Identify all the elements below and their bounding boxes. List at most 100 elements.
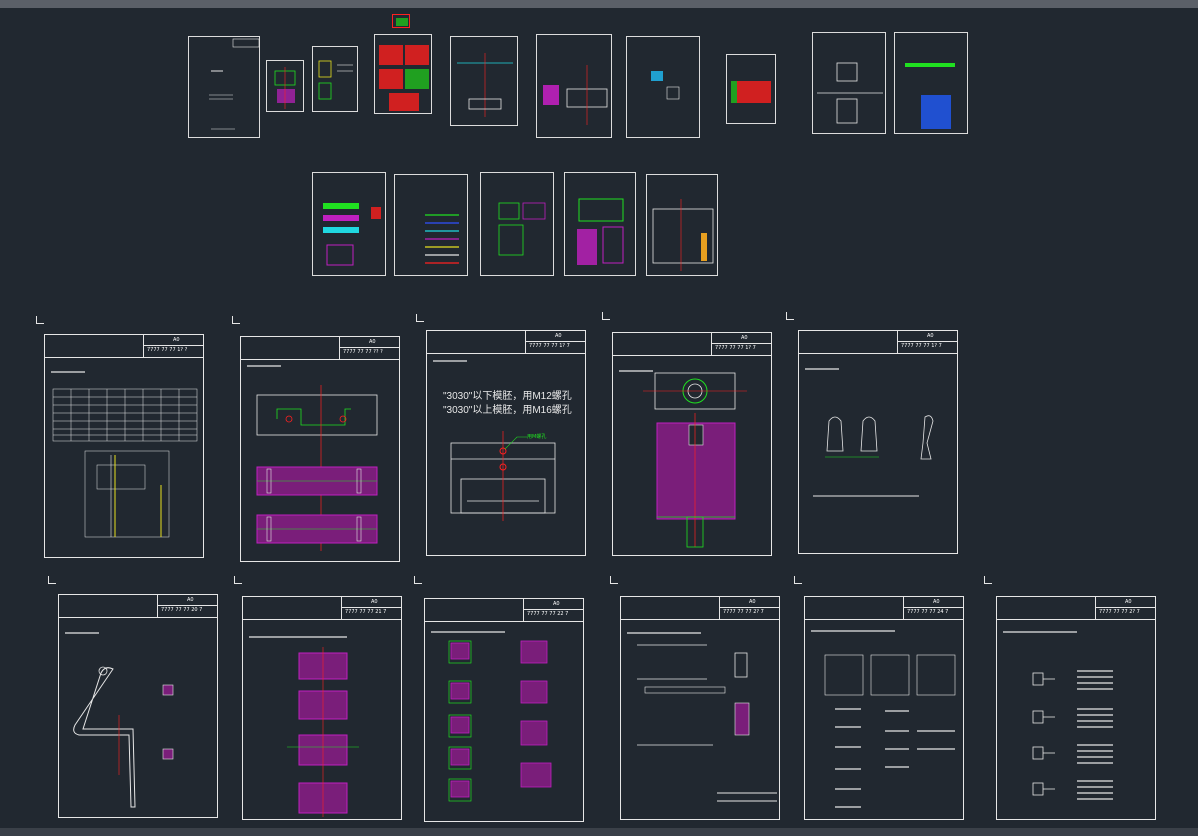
drawing-code: 7777 77 77 24 7	[907, 609, 949, 615]
sheet-thumbnail-cover[interactable]	[188, 36, 260, 138]
sheet-12-drawing	[425, 214, 459, 264]
title-block: A0 7777 77 77 2? 7	[997, 597, 1155, 620]
sheet-thumbnail-6[interactable]	[536, 34, 612, 138]
sheet-thumbnail-10[interactable]	[894, 32, 968, 134]
title-block: A0 7777 77 77 20 7	[59, 595, 217, 618]
sheet-25-drawing	[811, 630, 956, 808]
sheet-24-drawing	[627, 632, 777, 802]
sheet-7-drawing	[651, 71, 680, 100]
revision-label: A0	[187, 597, 194, 603]
revision-label: A0	[933, 599, 940, 605]
title-block: A0 7777 77 77 21 7	[243, 597, 401, 620]
drawing-code: 7777 77 77 2? 7	[723, 609, 764, 615]
sheet-corner-mark	[602, 312, 610, 320]
sheet-18[interactable]: A0 7777 77 77 1? 7 "3030"以下模胚，用M12螺孔 "30…	[426, 330, 586, 556]
revision-label: A0	[1125, 599, 1132, 605]
sheet-22-drawing	[249, 636, 359, 817]
sheet-6-drawing	[543, 65, 608, 125]
sheet-thumbnail-4-icon[interactable]	[392, 14, 410, 28]
title-block: A0 7777 77 77 1? ?	[45, 335, 203, 358]
sheet-8-drawing	[731, 81, 771, 103]
sheet-18-drawing	[433, 360, 556, 521]
title-block: A0 7777 77 77 1? 7	[613, 333, 771, 356]
sheet-corner-mark	[416, 314, 424, 322]
revision-label: A0	[927, 333, 934, 339]
sheet-14-drawing	[577, 198, 624, 265]
sheet-corner-mark	[232, 316, 240, 324]
hole-note-line-2: "3030"以上模胚，用M16螺孔	[443, 405, 572, 416]
title-block: A0 7777 77 77 1? 7	[427, 331, 585, 354]
drawing-code: 7777 77 77 1? 7	[529, 343, 570, 349]
revision-label: A0	[553, 601, 560, 607]
sheet-10-drawing	[905, 63, 955, 129]
sheet-16-drawing	[51, 371, 198, 538]
sheet-16[interactable]: A0 7777 77 77 1? ?	[44, 334, 204, 558]
sheet-thumbnail-3[interactable]	[312, 46, 358, 112]
sheet-20-drawing	[805, 368, 934, 497]
revision-label: A0	[173, 337, 180, 343]
sheet-thumbnail-4[interactable]	[374, 34, 432, 114]
hole-note-line-1: "3030"以下模胚，用M12螺孔	[443, 391, 572, 402]
sheet-23-drawing	[431, 631, 552, 802]
drawing-code: 7777 77 77 20 7	[161, 607, 203, 613]
sheet-corner-mark	[984, 576, 992, 584]
drawing-code: 7777 77 77 22 7	[527, 611, 569, 617]
drawing-code: 7777 77 77 1? 7	[715, 345, 756, 351]
sheet-corner-mark	[36, 316, 44, 324]
sheet-4-drawing	[379, 45, 429, 111]
sheet-15-drawing	[652, 199, 714, 271]
drawing-code: 7777 77 77 21 7	[345, 609, 387, 615]
sheet-23[interactable]: A0 7777 77 77 22 7	[424, 598, 584, 822]
sheet-13-drawing	[498, 202, 546, 256]
screw-callout: 用M螺孔	[527, 434, 547, 440]
sheet-corner-mark	[794, 576, 802, 584]
sheet-26-drawing	[1003, 631, 1113, 800]
revision-label: A0	[369, 339, 376, 345]
sheet-thumbnail-5[interactable]	[450, 36, 518, 126]
sheet-25[interactable]: A0 7777 77 77 24 7	[804, 596, 964, 820]
top-toolbar-strip	[0, 0, 1198, 8]
title-block: A0 7777 77 77 ?? ?	[241, 337, 399, 360]
sheet-thumbnail-7[interactable]	[626, 36, 700, 138]
sheet-19[interactable]: A0 7777 77 77 1? 7	[612, 332, 772, 556]
sheet-thumbnail-12[interactable]	[394, 174, 468, 276]
sheet-thumbnail-8[interactable]	[726, 54, 776, 124]
drawing-code: 7777 77 77 2? 7	[1099, 609, 1140, 615]
sheet-21-drawing	[65, 632, 174, 808]
sheet-19-drawing	[619, 370, 747, 548]
revision-label: A0	[371, 599, 378, 605]
bottom-status-strip	[0, 828, 1198, 836]
sheet-corner-mark	[234, 576, 242, 584]
sheet-20[interactable]: A0 7777 77 77 1? 7	[798, 330, 958, 554]
drawing-code: 7777 77 77 1? ?	[147, 347, 188, 353]
sheet-corner-mark	[48, 576, 56, 584]
sheet-9-drawing	[817, 62, 883, 124]
sheet-corner-mark	[786, 312, 794, 320]
drawing-code: 7777 77 77 1? 7	[901, 343, 942, 349]
sheet-21[interactable]: A0 7777 77 77 20 7	[58, 594, 218, 818]
sheet-thumbnail-2[interactable]	[266, 60, 304, 112]
title-block: A0 7777 77 77 1? 7	[799, 331, 957, 354]
sheet-11-drawing	[323, 203, 381, 266]
cover-drawing	[209, 38, 260, 130]
revision-label: A0	[749, 599, 756, 605]
sheet-thumbnail-15[interactable]	[646, 174, 718, 276]
revision-label: A0	[741, 335, 748, 341]
sheet-24[interactable]: A0 7777 77 77 2? 7	[620, 596, 780, 820]
sheet-thumbnail-11[interactable]	[312, 172, 386, 276]
title-block: A0 7777 77 77 22 7	[425, 599, 583, 622]
sheet-22[interactable]: A0 7777 77 77 21 7	[242, 596, 402, 820]
sheet-corner-mark	[610, 576, 618, 584]
sheet-thumbnail-9[interactable]	[812, 32, 886, 134]
sheet-2-drawing	[274, 67, 296, 109]
sheet-17[interactable]: A0 7777 77 77 ?? ?	[240, 336, 400, 562]
sheet-17-drawing	[247, 365, 378, 551]
sheet-5-drawing	[457, 53, 513, 117]
title-block: A0 7777 77 77 24 7	[805, 597, 963, 620]
revision-label: A0	[555, 333, 562, 339]
sheet-thumbnail-14[interactable]	[564, 172, 636, 276]
sheet-thumbnail-13[interactable]	[480, 172, 554, 276]
title-block: A0 7777 77 77 2? 7	[621, 597, 779, 620]
sheet-26[interactable]: A0 7777 77 77 2? 7	[996, 596, 1156, 820]
sheet-4-icon-drawing	[396, 18, 408, 26]
